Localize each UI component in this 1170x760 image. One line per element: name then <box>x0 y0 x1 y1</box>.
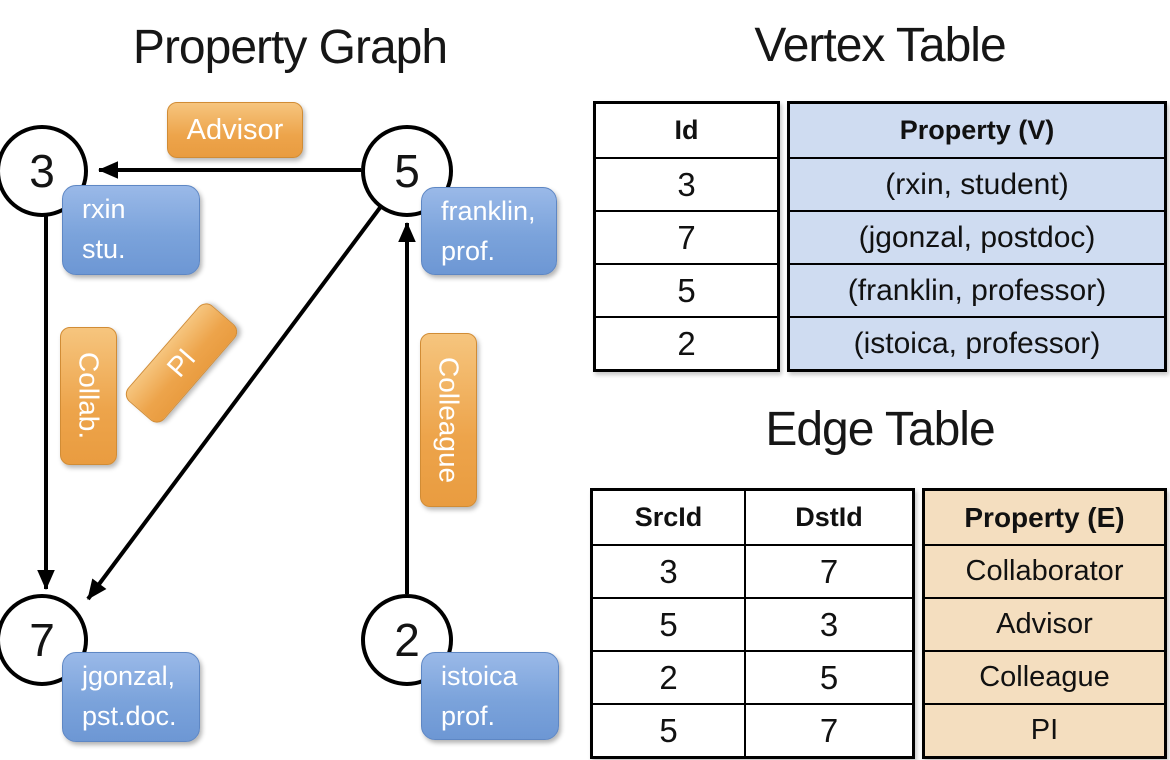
node-id: 2 <box>394 614 420 666</box>
edge-pi-5-to-7 <box>86 203 384 601</box>
table-cell: Colleague <box>925 650 1164 703</box>
edge-table-title: Edge Table <box>765 403 995 456</box>
property-line: franklin, <box>441 196 536 226</box>
table-cell: 3 <box>596 157 777 210</box>
column-header: SrcId <box>593 491 746 544</box>
vertex-property-box-jgonzal: jgonzal, pst.doc. <box>62 652 200 742</box>
table-cell: 5 <box>596 263 777 316</box>
property-line: pst.doc. <box>82 701 177 731</box>
table-cell: 5 <box>819 658 839 696</box>
column-header: Property (E) <box>925 491 1164 544</box>
vertex-table-property-column: Property (V) (rxin, student) (jgonzal, p… <box>787 101 1167 372</box>
table-cell: (rxin, student) <box>790 157 1164 210</box>
vertex-property-box-franklin: franklin, prof. <box>421 187 557 275</box>
node-id: 7 <box>29 614 55 666</box>
table-cell: 7 <box>819 552 839 590</box>
table-cell: PI <box>925 703 1164 756</box>
table-cell: Collaborator <box>925 544 1164 597</box>
table-cell: (jgonzal, postdoc) <box>790 210 1164 263</box>
table-cell: 5 <box>593 705 746 756</box>
vertex-table-title: Vertex Table <box>754 19 1006 72</box>
property-line: jgonzal, <box>82 661 176 691</box>
vertex-table-id-column: Id 3 7 5 2 <box>593 101 780 372</box>
column-header: Property (V) <box>790 104 1164 157</box>
property-graph-title: Property Graph <box>132 21 448 74</box>
property-line: stu. <box>82 234 126 264</box>
property-line: rxin <box>82 194 126 224</box>
property-line: prof. <box>441 236 496 266</box>
table-cell: 7 <box>819 711 839 749</box>
table-cell: (franklin, professor) <box>790 263 1164 316</box>
vertex-property-box-rxin: rxin stu. <box>62 185 200 275</box>
table-cell: 5 <box>593 599 746 650</box>
edge-label-advisor: Advisor <box>167 102 303 158</box>
table-cell: 3 <box>819 605 839 643</box>
edge-label-colleague: Colleague <box>420 333 477 507</box>
table-cell: (istoica, professor) <box>790 316 1164 369</box>
table-cell: 2 <box>596 316 777 369</box>
edge-table-id-columns: SrcId DstId 3 7 5 3 2 5 5 7 <box>590 488 915 759</box>
table-cell: 3 <box>593 546 746 597</box>
edge-table-property-column: Property (E) Collaborator Advisor Collea… <box>922 488 1167 759</box>
column-header: Id <box>674 115 699 145</box>
node-id: 3 <box>29 145 55 197</box>
table-cell: 2 <box>593 652 746 703</box>
node-id: 5 <box>394 145 420 197</box>
table-cell: Advisor <box>925 597 1164 650</box>
property-line: prof. <box>441 701 496 731</box>
column-header: DstId <box>795 502 863 532</box>
table-cell: 7 <box>596 210 777 263</box>
edge-label-collab: Collab. <box>60 327 117 465</box>
property-line: istoica <box>441 661 518 691</box>
vertex-property-box-istoica: istoica prof. <box>421 652 559 740</box>
property-graph-panel: Property Graph 3 5 7 2 rxin stu. <box>0 0 580 760</box>
graph-edges-canvas <box>37 161 416 601</box>
